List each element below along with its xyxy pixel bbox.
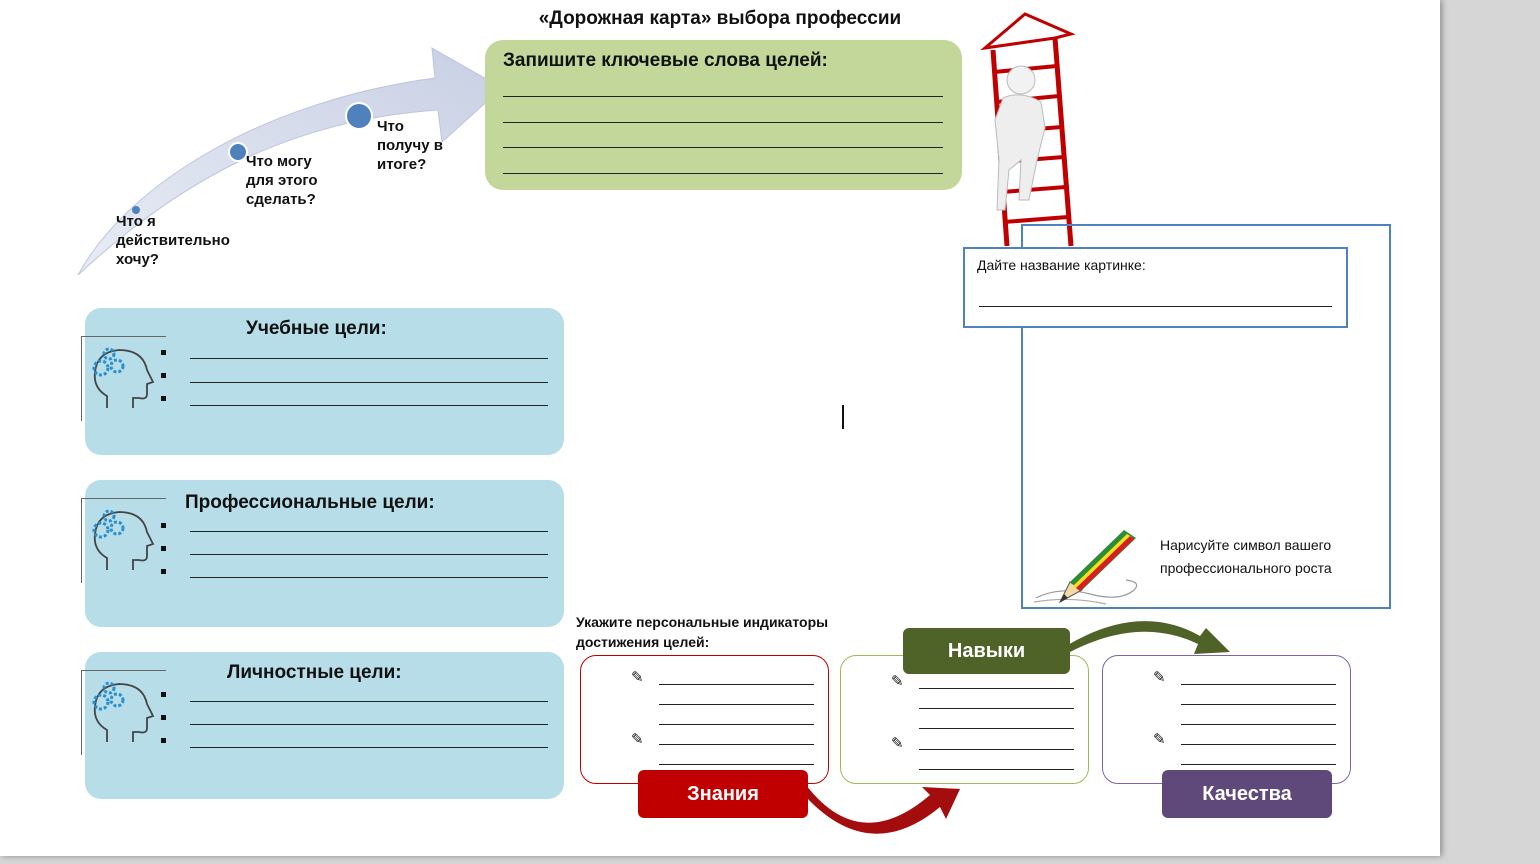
- keywords-line[interactable]: [503, 96, 943, 97]
- indicator-line[interactable]: [919, 769, 1074, 770]
- red-curved-arrow: [806, 785, 960, 834]
- knowledge-indicator-box: ✎ ✎: [580, 655, 829, 784]
- bullet: [161, 569, 166, 574]
- indicator-line[interactable]: [1181, 764, 1336, 765]
- keywords-box: Запишите ключевые слова целей:: [485, 40, 962, 190]
- picture-name-box: Дайте название картинке:: [963, 247, 1348, 328]
- indicator-line[interactable]: [659, 764, 814, 765]
- pencil-icon: [1033, 530, 1138, 605]
- step-dot-large: [345, 102, 373, 130]
- step-dot-small: [132, 206, 140, 214]
- study-goals-title: Учебные цели:: [246, 318, 387, 339]
- pen-icon: ✎: [1153, 731, 1166, 748]
- indicator-line[interactable]: [919, 749, 1074, 750]
- goal-line[interactable]: [190, 382, 548, 383]
- goal-line[interactable]: [190, 577, 548, 578]
- goal-line[interactable]: [190, 405, 548, 406]
- green-curved-arrow: [1066, 621, 1230, 654]
- bracket-decoration: [81, 498, 166, 583]
- indicator-line[interactable]: [659, 724, 814, 725]
- indicator-line[interactable]: [659, 704, 814, 705]
- drawing-area[interactable]: [1021, 224, 1391, 609]
- pen-icon: ✎: [1153, 669, 1166, 686]
- bullet: [161, 546, 166, 551]
- goal-line[interactable]: [190, 554, 548, 555]
- indicator-line[interactable]: [659, 684, 814, 685]
- indicator-line[interactable]: [1181, 744, 1336, 745]
- personal-goals-box: Личностные цели:: [81, 652, 564, 799]
- skills-tag: Навыки: [903, 628, 1070, 674]
- qualities-indicator-box: ✎ ✎: [1102, 655, 1351, 784]
- keywords-line[interactable]: [503, 147, 943, 148]
- picture-name-label: Дайте название картинке:: [977, 257, 1146, 273]
- step-dot-medium: [228, 142, 248, 162]
- indicator-line[interactable]: [919, 728, 1074, 729]
- picture-name-line[interactable]: [979, 306, 1332, 307]
- professional-goals-title: Профессиональные цели:: [185, 492, 435, 513]
- goal-line[interactable]: [190, 358, 548, 359]
- indicator-line[interactable]: [919, 688, 1074, 689]
- bullet: [161, 715, 166, 720]
- draw-hint: Нарисуйте символ вашего профессиональног…: [1160, 537, 1332, 576]
- indicator-line[interactable]: [919, 708, 1074, 709]
- goal-line[interactable]: [190, 724, 548, 725]
- qualities-tag: Качества: [1162, 770, 1332, 818]
- head-gears-icon: [92, 347, 155, 408]
- professional-goals-box: Профессиональные цели:: [81, 480, 564, 627]
- head-gears-icon: [92, 681, 155, 742]
- bullet: [161, 373, 166, 378]
- indicator-line[interactable]: [659, 744, 814, 745]
- keywords-line[interactable]: [503, 173, 943, 174]
- bullet: [161, 350, 166, 355]
- pen-icon: ✎: [891, 735, 904, 752]
- bullet: [161, 738, 166, 743]
- skills-indicator-box: ✎ ✎: [840, 655, 1089, 784]
- bullet: [161, 396, 166, 401]
- ladder-figure-image: [980, 12, 1076, 247]
- goal-line[interactable]: [190, 747, 548, 748]
- indicator-line[interactable]: [1181, 684, 1336, 685]
- indicator-line[interactable]: [1181, 704, 1336, 705]
- bullet: [161, 523, 166, 528]
- goal-line[interactable]: [190, 701, 548, 702]
- head-gears-icon: [92, 509, 155, 570]
- goal-line[interactable]: [190, 531, 548, 532]
- page-title: «Дорожная карта» выбора профессии: [538, 8, 902, 29]
- keywords-title: Запишите ключевые слова целей:: [503, 50, 828, 71]
- indicator-line[interactable]: [1181, 724, 1336, 725]
- bracket-decoration: [81, 670, 166, 755]
- personal-goals-title: Личностные цели:: [227, 662, 402, 683]
- pen-icon: ✎: [891, 673, 904, 690]
- pen-icon: ✎: [631, 731, 644, 748]
- keywords-line[interactable]: [503, 122, 943, 123]
- text-cursor: [842, 405, 844, 429]
- knowledge-tag: Знания: [638, 770, 808, 818]
- bracket-decoration: [81, 336, 166, 421]
- bullet: [161, 692, 166, 697]
- indicators-label: Укажите персональные индикаторы достижен…: [576, 614, 829, 650]
- pen-icon: ✎: [631, 669, 644, 686]
- study-goals-box: Учебные цели:: [81, 308, 564, 455]
